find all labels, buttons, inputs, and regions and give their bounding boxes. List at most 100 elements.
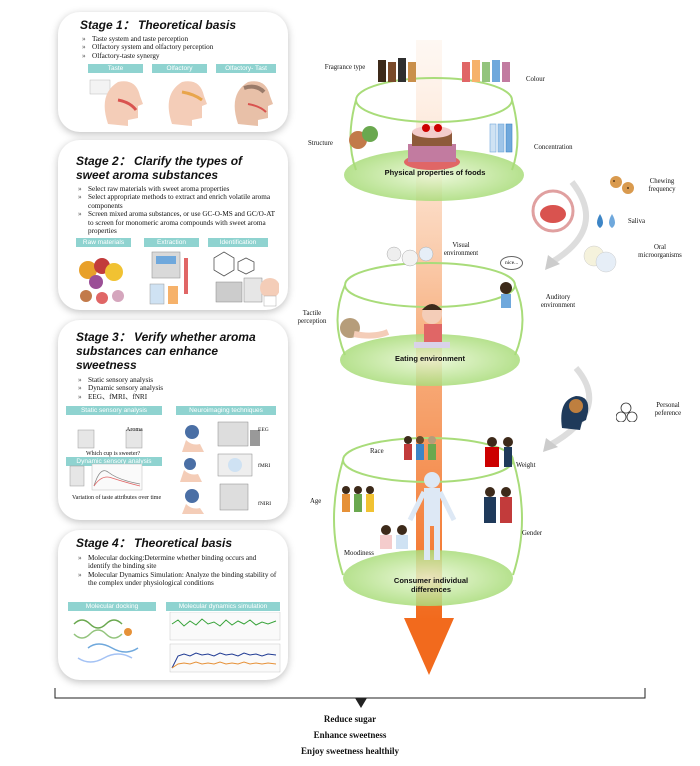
stage2-title: Stage 2： Clarify the types of sweet arom… <box>76 154 243 182</box>
stage3-title: Stage 3： Verify whether aroma substances… <box>76 330 256 372</box>
stage1-card: Stage 1： Theoretical basis Taste system … <box>58 12 288 132</box>
race-group-icon <box>404 436 436 460</box>
bullet: Olfactory-taste synergy <box>80 52 278 61</box>
label-structure: Structure <box>308 140 333 147</box>
olfactory-taste-head-icon <box>234 81 273 126</box>
fmri-subject-icon <box>180 453 253 482</box>
stage4-title: Stage 4： Theoretical basis <box>76 536 233 550</box>
caption-eeg: EEG <box>258 427 269 433</box>
age-group-icon <box>342 486 374 512</box>
conclusion-enjoy-healthily: Enjoy sweetness healthily <box>300 746 399 756</box>
fragrance-bottles-icon <box>378 58 416 82</box>
label-static-sensory: Static sensory analysis <box>66 406 162 415</box>
dynamic-curve-chart <box>69 463 143 491</box>
label-moodiness: Moodiness <box>344 550 374 557</box>
ring-title-consumer: Consumer individual differences <box>393 576 469 594</box>
listening-person-icon <box>500 282 512 308</box>
conclusion-enhance-sweetness: Enhance sweetness <box>313 730 387 740</box>
microorganism-icon <box>583 245 617 273</box>
label-chewing-frequency: Chewing frequency <box>648 178 676 193</box>
saliva-drops-icon <box>597 214 615 228</box>
food-illustrations <box>349 58 513 170</box>
bullet: Static sensory analysis <box>76 376 278 385</box>
stage4-bullets: Molecular docking:Determine whether bind… <box>76 554 278 588</box>
label-visual-environment: Visual environment <box>443 242 479 257</box>
label-colour: Colour <box>526 76 545 83</box>
conclusion-reduce-sugar: Reduce sugar <box>323 714 377 724</box>
stage3-card: Stage 3： Verify whether aroma substances… <box>58 320 288 520</box>
label-extraction: Extraction <box>144 238 199 247</box>
label-olfactory: Olfactory <box>152 64 207 73</box>
label-concentration: Concentration <box>534 144 573 151</box>
structure-fruit-icon <box>349 126 378 149</box>
label-fragrance-type: Fragrance type <box>324 64 366 71</box>
stage4-card: Stage 4： Theoretical basis Molecular doc… <box>58 530 288 680</box>
extraction-apparatus-icon <box>149 251 188 305</box>
bullet: EEG、fMRI、fNRI <box>76 393 278 402</box>
label-age: Age <box>310 498 322 505</box>
label-molecular-docking: Molecular docking <box>68 602 156 611</box>
stage2-illustrations <box>79 251 279 307</box>
label-oral-microorganisms: Oral microorganisms <box>638 244 682 259</box>
body-silhouette-icon <box>407 472 457 560</box>
eeg-subject-icon <box>182 421 260 452</box>
bullet: Molecular docking:Determine whether bind… <box>76 554 278 571</box>
stage1-title: Stage 1： Theoretical basis <box>80 18 237 32</box>
label-raw-materials: Raw materials <box>76 238 131 247</box>
bullet: Screen mixed aroma substances, or use GC… <box>76 210 278 235</box>
stage3-illustrations <box>69 421 260 514</box>
label-gender: Gender <box>522 530 543 537</box>
cake-icon <box>404 124 460 170</box>
ring-title-eating: Eating environment <box>394 354 465 363</box>
label-molecular-dynamics: Molecular dynamics simulation <box>166 602 280 611</box>
bullet: Dynamic sensory analysis <box>76 384 278 393</box>
olfactory-head-icon <box>168 81 207 126</box>
weight-figures-icon <box>485 437 513 467</box>
label-neuroimaging: Neuroimaging techniques <box>176 406 276 415</box>
label-identification: Identification <box>208 238 268 247</box>
eating-illustrations <box>340 246 512 348</box>
label-personal-preference: Personal peference <box>654 402 682 417</box>
moodiness-kids-icon <box>380 525 408 549</box>
label-auditory-environment: Auditory environment <box>540 294 576 309</box>
bullet: Taste system and taste perception <box>80 35 278 44</box>
bullet: Select raw materials with sweet aroma pr… <box>76 185 278 194</box>
mouth-icon <box>531 189 575 233</box>
stage1-bullets: Taste system and taste perception Olfact… <box>80 35 278 61</box>
label-race: Race <box>370 448 384 455</box>
emoji-faces-icon <box>616 402 638 422</box>
bullet: Select appropriate methods to extract an… <box>76 193 278 210</box>
concentration-tubes-icon <box>489 123 513 153</box>
head-anatomy-illustrations <box>89 79 273 126</box>
caption-variation: Variation of taste attributes over time <box>72 495 162 501</box>
label-weight: Weight <box>516 462 536 469</box>
caption-fmri: fMRI <box>258 463 271 469</box>
gender-couple-icon <box>484 487 512 523</box>
bullet: Molecular Dynamics Simulation: Analyze t… <box>76 571 278 588</box>
fnri-subject-icon <box>182 483 249 514</box>
protein-structure-icon <box>73 619 139 663</box>
brain-head-icon <box>561 396 589 430</box>
plates-icon <box>386 246 434 267</box>
label-tactile-perception: Tactile perception <box>297 310 327 325</box>
stage2-card: Stage 2： Clarify the types of sweet arom… <box>58 140 288 310</box>
ring-title-physical: Physical properties of foods <box>384 168 486 177</box>
taste-head-icon <box>89 79 143 126</box>
stage2-bullets: Select raw materials with sweet aroma pr… <box>76 185 278 235</box>
identification-instrument-icon <box>213 251 279 307</box>
caption-fnri: fNIRI <box>258 501 272 507</box>
cup-icon <box>77 429 143 449</box>
label-taste: Taste <box>88 64 143 73</box>
caption-aroma: Aroma <box>126 427 143 433</box>
cookie-icon <box>610 176 634 194</box>
tactile-hand-icon <box>340 318 390 339</box>
stage3-bullets: Static sensory analysis Dynamic sensory … <box>76 376 278 402</box>
stage4-illustrations <box>73 612 281 673</box>
fruit-pile-icon <box>79 258 124 304</box>
colour-vials-icon <box>462 60 510 82</box>
consumer-illustrations <box>342 436 513 560</box>
caption-which-cup: Which cup is sweeter? <box>86 451 141 457</box>
label-olfactory-taste: Olfactory- Tast <box>216 64 276 73</box>
md-simulation-chart <box>169 612 281 673</box>
bullet: Olfactory system and olfactory perceptio… <box>80 43 278 52</box>
